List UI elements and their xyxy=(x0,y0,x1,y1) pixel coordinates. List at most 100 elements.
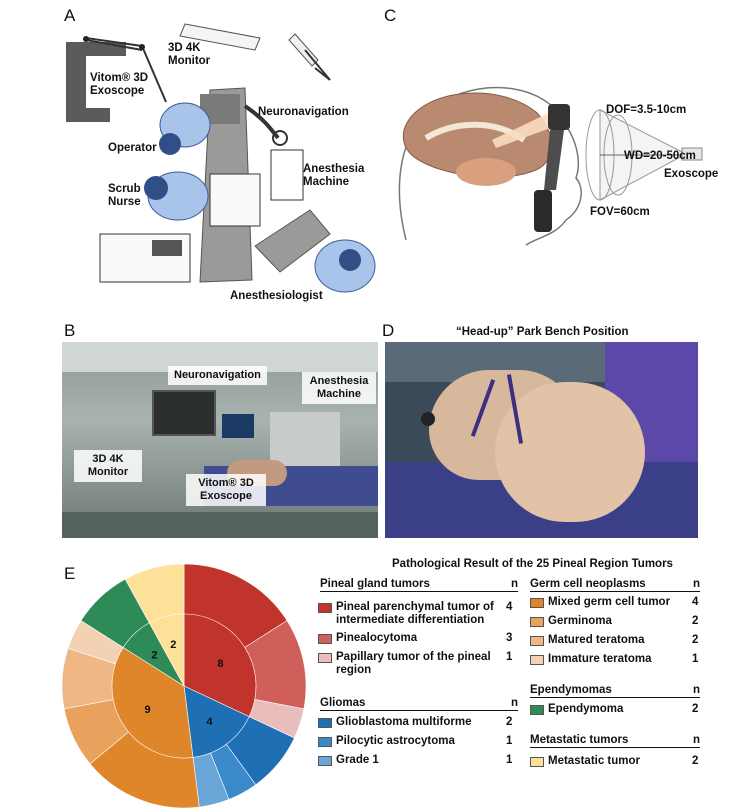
legend-n-grade1: 1 xyxy=(506,754,513,766)
label-exoscope-c: Exoscope xyxy=(664,168,719,180)
legend-group-germ: Germ cell neoplasms xyxy=(530,578,646,590)
or-monitor xyxy=(152,390,216,436)
legend-n-glioblastoma: 2 xyxy=(506,716,513,728)
legend-group-metastatic: Metastatic tumors xyxy=(530,734,629,746)
label-neuronavigation-a: Neuronavigation xyxy=(258,106,349,118)
legend-n-germinoma: 2 xyxy=(692,615,699,627)
legend-n-mixed-germ: 4 xyxy=(692,596,699,608)
inner-slice-label-4: 2 xyxy=(170,639,176,651)
legend-item-metastatic: Metastatic tumor xyxy=(548,755,641,767)
legend-head-metastatic: Metastatic tumors n xyxy=(530,734,700,748)
monitor-illustration xyxy=(179,23,261,51)
neuronavigation-illustration xyxy=(288,33,331,81)
label-wd: WD=20-50cm xyxy=(624,150,696,162)
legend-head-pineal: Pineal gland tumors n xyxy=(320,578,518,592)
label-3d-monitor-a: 3D 4K Monitor xyxy=(168,42,211,67)
legend-item-ependymoma: Ependymoma xyxy=(548,703,624,715)
legend-n-ppt: 4 xyxy=(506,601,513,613)
anesthesia-cart xyxy=(254,209,331,273)
legend-n-matured-teratoma: 2 xyxy=(692,634,699,646)
legend-group-gliomas: Gliomas xyxy=(320,697,366,709)
legend-n-metastatic: 2 xyxy=(692,755,699,767)
legend-head-gliomas: Gliomas n xyxy=(320,697,518,711)
label-3d-monitor-b: 3D 4K Monitor xyxy=(74,450,142,482)
legend-n-header: n xyxy=(510,697,518,709)
swatch-metastatic xyxy=(530,757,544,767)
legend-n-immature-teratoma: 1 xyxy=(692,653,699,665)
inner-slice-2 xyxy=(111,647,194,759)
legend-n-header: n xyxy=(692,684,700,696)
legend-item-matured-teratoma: Matured teratoma xyxy=(548,634,645,646)
panel-b-letter: B xyxy=(64,321,76,340)
swatch-matured-teratoma xyxy=(530,636,544,646)
legend-item-germinoma: Germinoma xyxy=(548,615,612,627)
inner-slice-label-2: 9 xyxy=(144,704,150,716)
legend-group-ependymomas: Ependymomas xyxy=(530,684,612,696)
legend-n-pilocytic: 1 xyxy=(506,735,513,747)
pie-chart: 8 4 9 2 2 xyxy=(61,563,307,809)
legend-item-immature-teratoma: Immature teratoma xyxy=(548,653,652,665)
swatch-papillary xyxy=(318,653,332,663)
label-neuronavigation-b: Neuronavigation xyxy=(168,366,267,385)
panel-e-title: Pathological Result of the 25 Pineal Reg… xyxy=(392,558,673,570)
swatch-mixed-germ xyxy=(530,598,544,608)
anesthesia-tube xyxy=(243,104,280,140)
panel-e-letter: E xyxy=(64,564,76,583)
legend-item-mixed-germ: Mixed germ cell tumor xyxy=(548,596,671,608)
legend-item-grade1: Grade 1 xyxy=(336,754,379,766)
panel-c-letter: C xyxy=(384,6,397,25)
legend-n-ependymoma: 2 xyxy=(692,703,699,715)
swatch-germinoma xyxy=(530,617,544,627)
instrument-tray xyxy=(209,173,261,227)
patient-shoulder xyxy=(495,382,645,522)
panel-a-diagram xyxy=(66,23,376,293)
legend-item-pilocytic: Pilocytic astrocytoma xyxy=(336,735,455,747)
park-bench-photo xyxy=(385,342,698,538)
exoscope-arm-illustration xyxy=(66,36,167,122)
legend-item-glioblastoma: Glioblastoma multiforme xyxy=(336,716,472,728)
legend-n-header: n xyxy=(692,734,700,746)
swatch-ependymoma xyxy=(530,705,544,715)
label-anesthesia-machine-b: Anesthesia Machine xyxy=(302,372,376,404)
cerebellum-illustration xyxy=(456,158,516,186)
legend-n-papillary: 1 xyxy=(506,651,513,663)
panel-a-letter: A xyxy=(64,6,76,25)
label-dof: DOF=3.5-10cm xyxy=(606,104,687,116)
label-fov: FOV=60cm xyxy=(590,206,650,218)
legend-item-papillary: Papillary tumor of the pineal region xyxy=(336,651,491,676)
inner-slice-label-1: 4 xyxy=(206,716,213,728)
panel-d-title: “Head-up” Park Bench Position xyxy=(456,326,629,338)
legend-n-header: n xyxy=(510,578,518,590)
anesthesia-machine-illustration xyxy=(270,149,304,201)
label-operator-a: Operator xyxy=(108,142,157,154)
swatch-pilocytic xyxy=(318,737,332,747)
swatch-pinealocytoma xyxy=(318,634,332,644)
legend-item-pinealocytoma: Pinealocytoma xyxy=(336,632,418,644)
inner-slice-4 xyxy=(148,613,185,687)
label-vitom-exoscope-b: Vitom® 3D Exoscope xyxy=(186,474,266,506)
legend-group-pineal: Pineal gland tumors xyxy=(320,578,430,590)
inner-slice-label-0: 8 xyxy=(217,658,223,670)
label-vitom-exoscope-a: Vitom® 3D Exoscope xyxy=(90,72,149,97)
light-cone xyxy=(492,112,556,148)
inner-slice-label-3: 2 xyxy=(151,650,157,662)
legend-n-pinealocytoma: 3 xyxy=(506,632,513,644)
inner-slice-0 xyxy=(183,613,257,718)
legend-n-header: n xyxy=(692,578,700,590)
brain-illustration xyxy=(402,92,553,178)
panel-d-letter: D xyxy=(382,321,395,340)
inner-ring-labels: 8 4 9 2 2 xyxy=(144,639,223,728)
inner-slice-1 xyxy=(183,685,250,758)
label-scrub-nurse-a: Scrub Nurse xyxy=(108,183,141,208)
legend-item-ppt: Pineal parenchymal tumor of intermediate… xyxy=(336,601,494,626)
swatch-grade1 xyxy=(318,756,332,766)
legend-head-germ: Germ cell neoplasms n xyxy=(530,578,700,592)
label-anesthesiologist-a: Anesthesiologist xyxy=(230,290,323,302)
legend-head-ependymomas: Ependymomas n xyxy=(530,684,700,698)
inner-ring xyxy=(111,613,257,759)
exoscope-device-illustration xyxy=(534,104,570,232)
swatch-glioblastoma xyxy=(318,718,332,728)
swatch-ppt xyxy=(318,603,332,613)
label-anesthesia-machine-a: Anesthesia Machine xyxy=(303,163,365,188)
panel-c-diagram xyxy=(398,86,703,246)
